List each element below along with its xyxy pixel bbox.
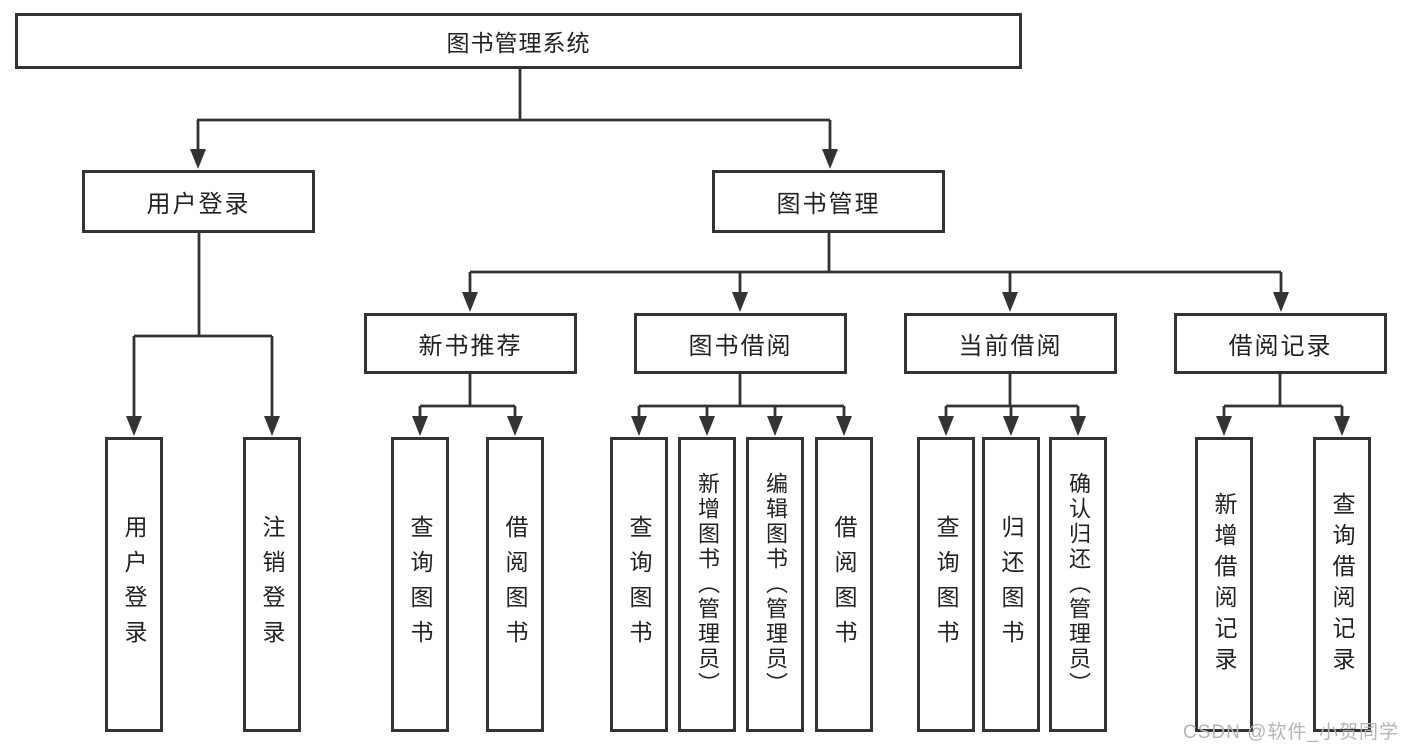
leaf-label: 查询图书 (407, 514, 433, 655)
node-book-borrowing: 图书借阅 (634, 313, 847, 374)
leaf-label: 查询借阅记录 (1329, 491, 1355, 678)
leaf-borrow-books: 借阅图书 (815, 437, 873, 732)
node-book-management: 图书管理 (712, 170, 945, 233)
leaf-label: 借阅图书 (831, 514, 857, 655)
leaf-label: 编辑图书（管理员） (763, 472, 788, 697)
leaf-label: 用户登录 (121, 514, 147, 655)
leaf-label: 查询图书 (933, 514, 959, 655)
node-label: 图书借阅 (688, 333, 793, 360)
leaf-borrow-books-recommend: 借阅图书 (486, 437, 544, 732)
leaf-label: 借阅图书 (502, 514, 528, 655)
csdn-watermark: CSDN @软件_小贺同学 (1183, 722, 1399, 743)
leaf-return-books: 归还图书 (982, 437, 1040, 732)
leaf-label: 确认归还（管理员） (1066, 472, 1091, 697)
leaf-add-books-admin: 新增图书（管理员） (678, 437, 736, 732)
node-new-book-recommend: 新书推荐 (364, 313, 577, 374)
node-label: 当前借阅 (958, 333, 1063, 360)
leaf-label: 归还图书 (998, 514, 1024, 655)
node-label: 图书管理系统 (446, 30, 591, 56)
node-library-management-system: 图书管理系统 (15, 13, 1022, 69)
leaf-user-login: 用户登录 (105, 437, 163, 732)
leaf-query-books-recommend: 查询图书 (391, 437, 449, 732)
leaf-query-borrow-record: 查询借阅记录 (1313, 437, 1371, 732)
leaf-edit-books-admin: 编辑图书（管理员） (746, 437, 804, 732)
node-label: 借阅记录 (1228, 333, 1333, 360)
leaf-label: 查询图书 (626, 514, 652, 655)
leaf-query-books-borrow: 查询图书 (610, 437, 668, 732)
node-current-borrowing: 当前借阅 (904, 313, 1117, 374)
leaf-label: 注销登录 (259, 514, 285, 655)
node-label: 用户登录 (146, 191, 251, 218)
leaf-label: 新增借阅记录 (1211, 491, 1237, 678)
node-label: 图书管理 (776, 191, 881, 218)
leaf-query-books-current: 查询图书 (917, 437, 975, 732)
leaf-add-borrow-record: 新增借阅记录 (1195, 437, 1253, 732)
leaf-confirm-return-admin: 确认归还（管理员） (1049, 437, 1107, 732)
node-label: 新书推荐 (418, 333, 523, 360)
leaf-label: 新增图书（管理员） (695, 472, 720, 697)
node-user-login: 用户登录 (82, 170, 315, 233)
node-borrowing-records: 借阅记录 (1174, 313, 1387, 374)
leaf-logout-login: 注销登录 (243, 437, 301, 732)
